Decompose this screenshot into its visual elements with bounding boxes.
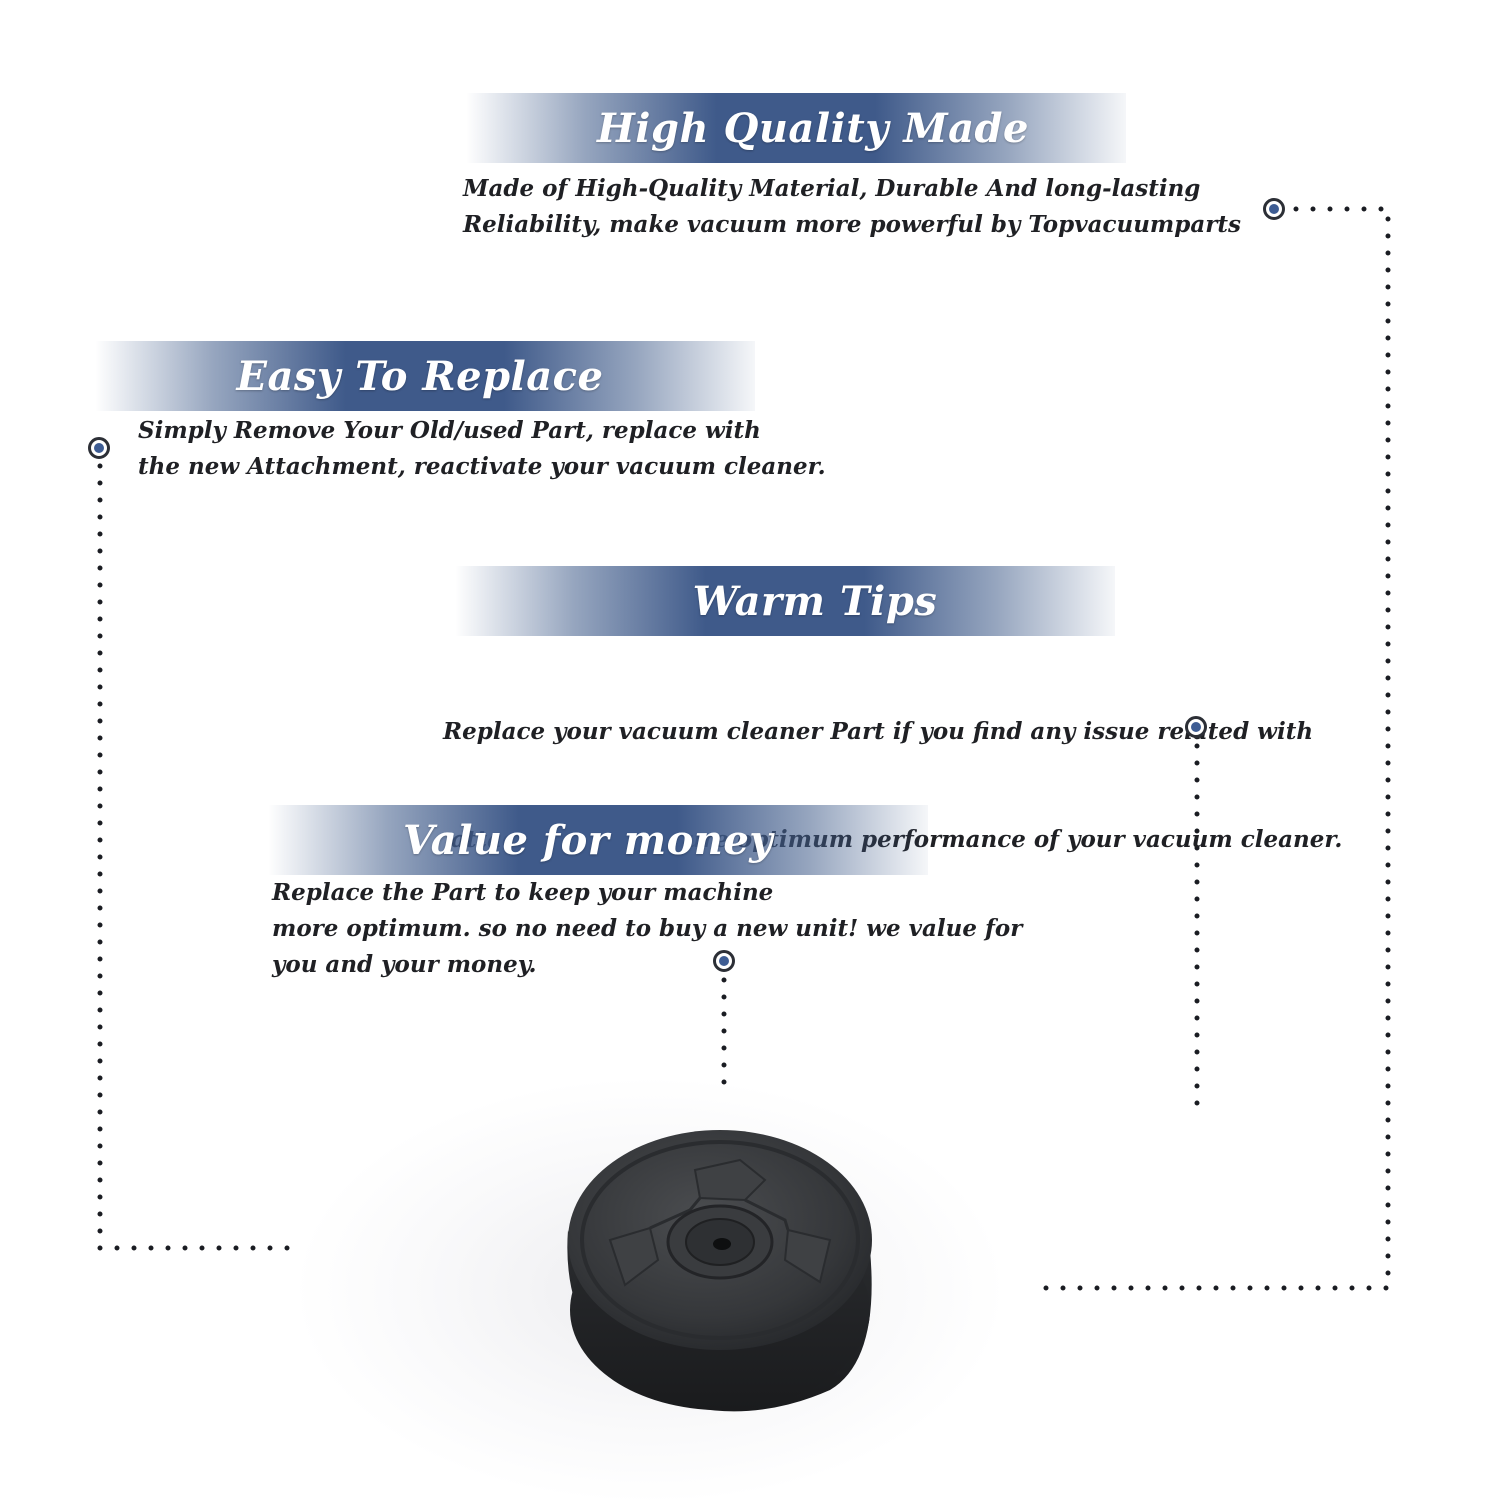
- node-high-quality: [1263, 198, 1285, 220]
- banner-high-quality: High Quality Made: [466, 93, 1126, 163]
- banner-easy-replace: Easy To Replace: [95, 341, 755, 411]
- connector-high-quality: [1035, 206, 1391, 1291]
- feature-title-high-quality: High Quality Made: [597, 104, 1029, 152]
- banner-value-money: Value for money: [268, 805, 928, 875]
- feature-desc-high-quality: Made of High-Quality Material, Durable A…: [463, 175, 1241, 238]
- feature-title-easy-replace: Easy To Replace: [236, 352, 604, 400]
- connector-easy-replace: [97, 463, 299, 1251]
- banner-warm-tips: Warm Tips: [455, 566, 1115, 636]
- feature-desc-value-money: Replace the Part to keep your machine mo…: [272, 879, 1023, 978]
- feature-desc-easy-replace: Simply Remove Your Old/used Part, replac…: [138, 417, 826, 480]
- vacuum-wheel-icon: [567, 1130, 872, 1412]
- node-easy-replace: [88, 437, 110, 459]
- feature-title-warm-tips: Warm Tips: [692, 577, 938, 625]
- node-value-money: [713, 950, 735, 972]
- node-warm-tips: [1185, 716, 1207, 738]
- feature-title-value-money: Value for money: [402, 816, 774, 864]
